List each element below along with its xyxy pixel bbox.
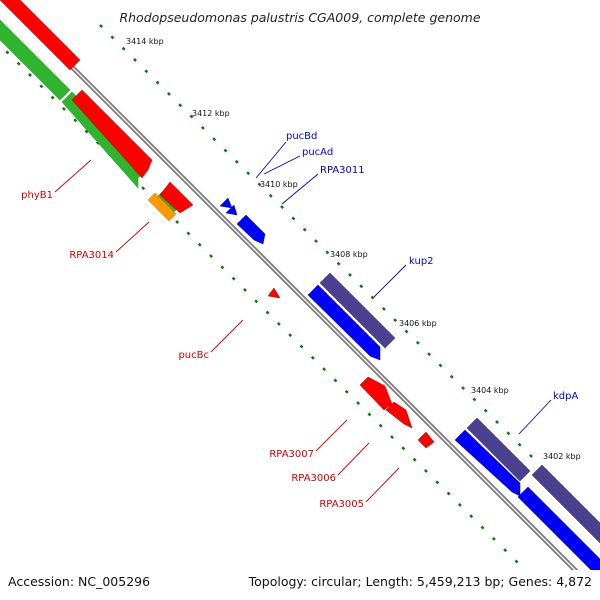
gene-labels: phyB1 RPA3014 pucBc RPA3007 RPA3006 RPA3… xyxy=(21,131,578,510)
rna-block-rpa3014 xyxy=(147,192,177,222)
gene-label-pucBd: pucBd xyxy=(286,131,317,142)
gene-block-pucAd xyxy=(225,204,238,216)
protein-block-kdpA xyxy=(466,417,531,482)
protein-block-kdpA-b xyxy=(531,464,600,544)
map-title: Rhodopseudomonas palustris CGA009, compl… xyxy=(119,10,480,25)
genome-summary-text: Topology: circular; Length: 5,459,213 bp… xyxy=(248,574,592,589)
gene-block-rpa3005 xyxy=(417,431,435,449)
protein-block-kup2 xyxy=(319,272,396,349)
ruler-tick-label: 3412 kbp xyxy=(192,109,230,118)
leader-pucAd xyxy=(263,155,301,175)
gene-block-pucBd xyxy=(219,197,233,209)
gene-label-kup2: kup2 xyxy=(409,256,434,267)
gene-block-rpa3011 xyxy=(236,214,266,245)
gene-label-rpa3005: RPA3005 xyxy=(319,499,364,510)
gene-label-pucBc: pucBc xyxy=(178,350,209,361)
gene-label-kdpA: kdpA xyxy=(553,391,578,402)
leader-kdpA xyxy=(518,399,552,435)
leader-rpa3006 xyxy=(337,442,370,476)
leader-rpa3014 xyxy=(115,221,150,253)
leader-pucBc xyxy=(210,319,244,353)
gene-block-kdpA-b xyxy=(517,486,600,570)
ruler-tick-label: 3410 kbp xyxy=(260,180,298,189)
label-leaders xyxy=(54,141,552,503)
ruler-tick-label: 3404 kbp xyxy=(471,386,509,395)
gene-block-phyB1 xyxy=(71,89,153,179)
gene-block-rpa3006 xyxy=(385,401,413,429)
cds-block-phyB1 xyxy=(0,19,71,101)
gene-block-pucBc xyxy=(267,287,281,299)
leader-kup2 xyxy=(373,264,407,298)
ruler-tick-label: 3406 kbp xyxy=(399,319,437,328)
gene-block-red-1 xyxy=(0,0,81,71)
leader-rpa3005 xyxy=(365,467,400,503)
gene-label-rpa3014: RPA3014 xyxy=(69,250,114,261)
gene-block-rpa3007 xyxy=(359,376,393,411)
gene-label-rpa3006: RPA3006 xyxy=(291,473,336,484)
ruler-tick-label: 3414 kbp xyxy=(126,37,164,46)
gene-block-kdpA xyxy=(454,429,521,497)
accession-text: Accession: NC_005296 xyxy=(8,574,150,589)
gene-block-rpa3014 xyxy=(159,181,194,214)
leader-pucBd xyxy=(255,141,287,179)
gene-label-rpa3011: RPA3011 xyxy=(320,165,365,176)
ruler-tick-label: 3402 kbp xyxy=(543,452,581,461)
gene-block-kup2 xyxy=(307,284,381,361)
leader-rpa3011 xyxy=(281,173,319,205)
gene-label-pucAd: pucAd xyxy=(302,147,333,158)
cds-block-phyB1-b xyxy=(61,91,149,189)
leader-phyB1 xyxy=(54,159,92,193)
leader-rpa3007 xyxy=(315,419,348,452)
ruler-tick-label: 3408 kbp xyxy=(330,250,368,259)
gene-label-phyB1: phyB1 xyxy=(21,190,53,201)
gene-label-rpa3007: RPA3007 xyxy=(269,449,314,460)
ruler-tick-labels: 3414 kbp 3412 kbp 3410 kbp 3408 kbp 3406… xyxy=(126,37,581,461)
